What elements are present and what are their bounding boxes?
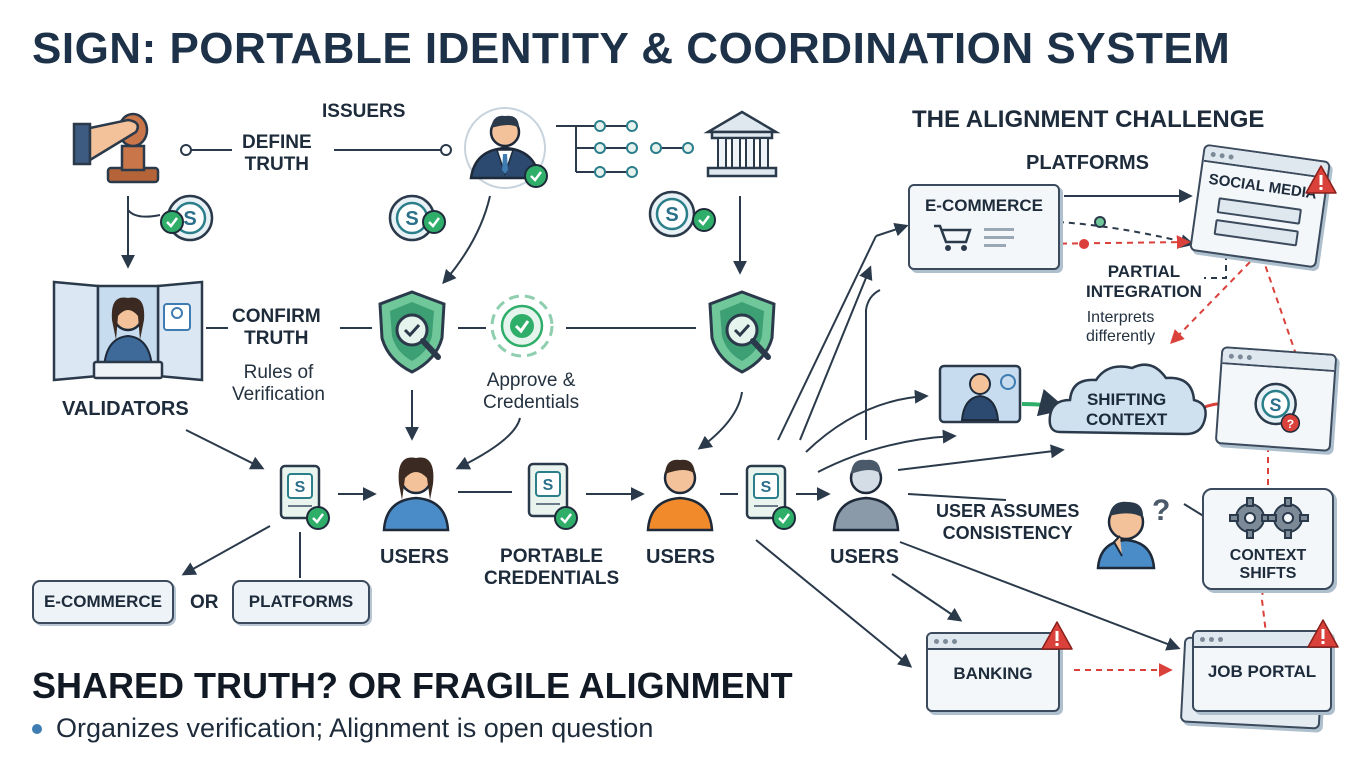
- svg-text:?: ?: [1152, 494, 1170, 527]
- connectors: [121, 120, 1249, 668]
- approve-line1: Approve &: [486, 370, 576, 391]
- confirm-truth-label: CONFIRM TRUTH: [232, 306, 321, 350]
- context-shifts-box: CONTEXT SHIFTS: [1202, 488, 1334, 590]
- context-shifts-line1: CONTEXT: [1229, 547, 1307, 564]
- shield-magnifier-icon: [710, 292, 774, 372]
- svg-text:?: ?: [1286, 417, 1294, 431]
- cloud-icon: [1048, 363, 1207, 436]
- context-shifts-line2: SHIFTS: [1239, 565, 1297, 582]
- warning-icon: [1305, 165, 1337, 194]
- job-portal-window[interactable]: JOB PORTAL: [1192, 630, 1332, 712]
- user-assumes-label: USER ASSUMES CONSISTENCY: [936, 500, 1079, 544]
- shifting-line2: CONTEXT: [1086, 410, 1168, 429]
- rules-of-verification-label: Rules of Verification: [232, 362, 325, 406]
- footer-bullet-text: Organizes verification; Alignment is ope…: [56, 713, 654, 743]
- footer-bullet: Organizes verification; Alignment is ope…: [32, 713, 653, 744]
- approve-line2: Credentials: [483, 392, 580, 413]
- check-icon: [523, 163, 549, 189]
- banking-label: BANKING: [953, 664, 1033, 683]
- job-portal-label: JOB PORTAL: [1207, 662, 1317, 681]
- svg-text:S: S: [1269, 395, 1282, 416]
- red-node: [1079, 239, 1089, 249]
- interprets-line2: differently: [1086, 328, 1156, 345]
- e-commerce-window[interactable]: E-COMMERCE: [908, 184, 1060, 270]
- stamp-hand-icon: [72, 112, 160, 184]
- banking-window[interactable]: BANKING: [926, 632, 1060, 712]
- e-commerce-pill[interactable]: E-COMMERCE: [32, 580, 174, 624]
- define-truth-line1: DEFINE: [242, 132, 312, 153]
- bank-icon: [703, 110, 781, 178]
- warning-icon: [1307, 619, 1339, 648]
- or-label: OR: [190, 592, 219, 613]
- partial-line2: INTEGRATION: [1086, 282, 1202, 301]
- social-media-window[interactable]: SOCIAL MEDIA: [1189, 143, 1331, 269]
- context-shifts-label: CONTEXT SHIFTS: [1204, 547, 1332, 583]
- validator-person-icon: [52, 280, 204, 382]
- confirm-truth-line1: CONFIRM: [232, 306, 321, 327]
- check-icon: [159, 209, 185, 235]
- define-truth-label: DEFINE TRUTH: [242, 132, 312, 176]
- validators-label: VALIDATORS: [62, 398, 189, 420]
- text-lines: [984, 227, 1014, 247]
- approve-credentials-label: Approve & Credentials: [483, 370, 579, 414]
- context-window[interactable]: S ?: [1214, 346, 1338, 452]
- issuers-label: ISSUERS: [322, 101, 406, 122]
- e-commerce-window-label: E-COMMERCE: [924, 196, 1044, 215]
- footer-headline: SHARED TRUTH? OR FRAGILE ALIGNMENT: [32, 665, 793, 706]
- confirm-truth-line2: TRUTH: [244, 328, 309, 349]
- rules-line2: Verification: [232, 384, 325, 405]
- warning-icon: [1041, 621, 1073, 650]
- user-assumes-line2: CONSISTENCY: [942, 523, 1073, 543]
- check-icon: [691, 207, 717, 233]
- cart-row: [910, 216, 1058, 252]
- define-truth-line2: TRUTH: [244, 154, 310, 175]
- users-label-1: USERS: [380, 546, 449, 568]
- input-bar: [1213, 218, 1299, 247]
- shifting-line1: SHIFTING: [1086, 390, 1167, 409]
- shifting-context-label: SHIFTING CONTEXT: [1086, 390, 1167, 430]
- check-icon: [553, 505, 579, 531]
- bullet-dot-icon: [32, 723, 42, 734]
- platforms-pill[interactable]: PLATFORMS: [232, 580, 370, 624]
- rules-line1: Rules of: [243, 362, 314, 383]
- alignment-challenge-heading: THE ALIGNMENT CHALLENGE: [912, 106, 1265, 133]
- page-title: SIGN: PORTABLE IDENTITY & COORDINATION S…: [32, 24, 1231, 73]
- shield-magnifier-icon: [380, 292, 444, 372]
- sign-coin-icon: S ?: [1254, 382, 1301, 433]
- user-icon: [646, 459, 714, 532]
- partial-integration-label: PARTIAL INTEGRATION: [1086, 262, 1202, 302]
- cart-icon: [934, 224, 972, 251]
- user-icon: [382, 457, 450, 532]
- partial-line1: PARTIAL: [1107, 262, 1181, 281]
- platforms-heading: PLATFORMS: [1026, 152, 1149, 174]
- issuer-person-icon: [464, 107, 546, 189]
- portable-credentials-label: PORTABLE CREDENTIALS: [484, 546, 619, 590]
- check-icon: [305, 505, 331, 531]
- portable-line1: PORTABLE: [500, 546, 604, 567]
- window-bar: [928, 634, 1058, 650]
- portable-line2: CREDENTIALS: [484, 568, 620, 589]
- screen-person-icon: [938, 364, 1022, 424]
- check-icon: [771, 505, 797, 531]
- check-icon: [421, 209, 447, 235]
- interprets-differently-label: Interprets differently: [1086, 308, 1155, 346]
- window-bar: [1194, 632, 1330, 648]
- interprets-line1: Interprets: [1086, 309, 1155, 326]
- users-label-3: USERS: [830, 546, 899, 568]
- user-icon: [832, 459, 900, 532]
- approval-cycle-icon: [490, 294, 554, 358]
- user-assumes-line1: USER ASSUMES: [936, 501, 1080, 521]
- sign-coin-icon: [648, 190, 696, 238]
- gear-icon: [1229, 497, 1309, 539]
- users-label-2: USERS: [646, 546, 715, 568]
- confused-person-icon: ?: [1096, 494, 1170, 570]
